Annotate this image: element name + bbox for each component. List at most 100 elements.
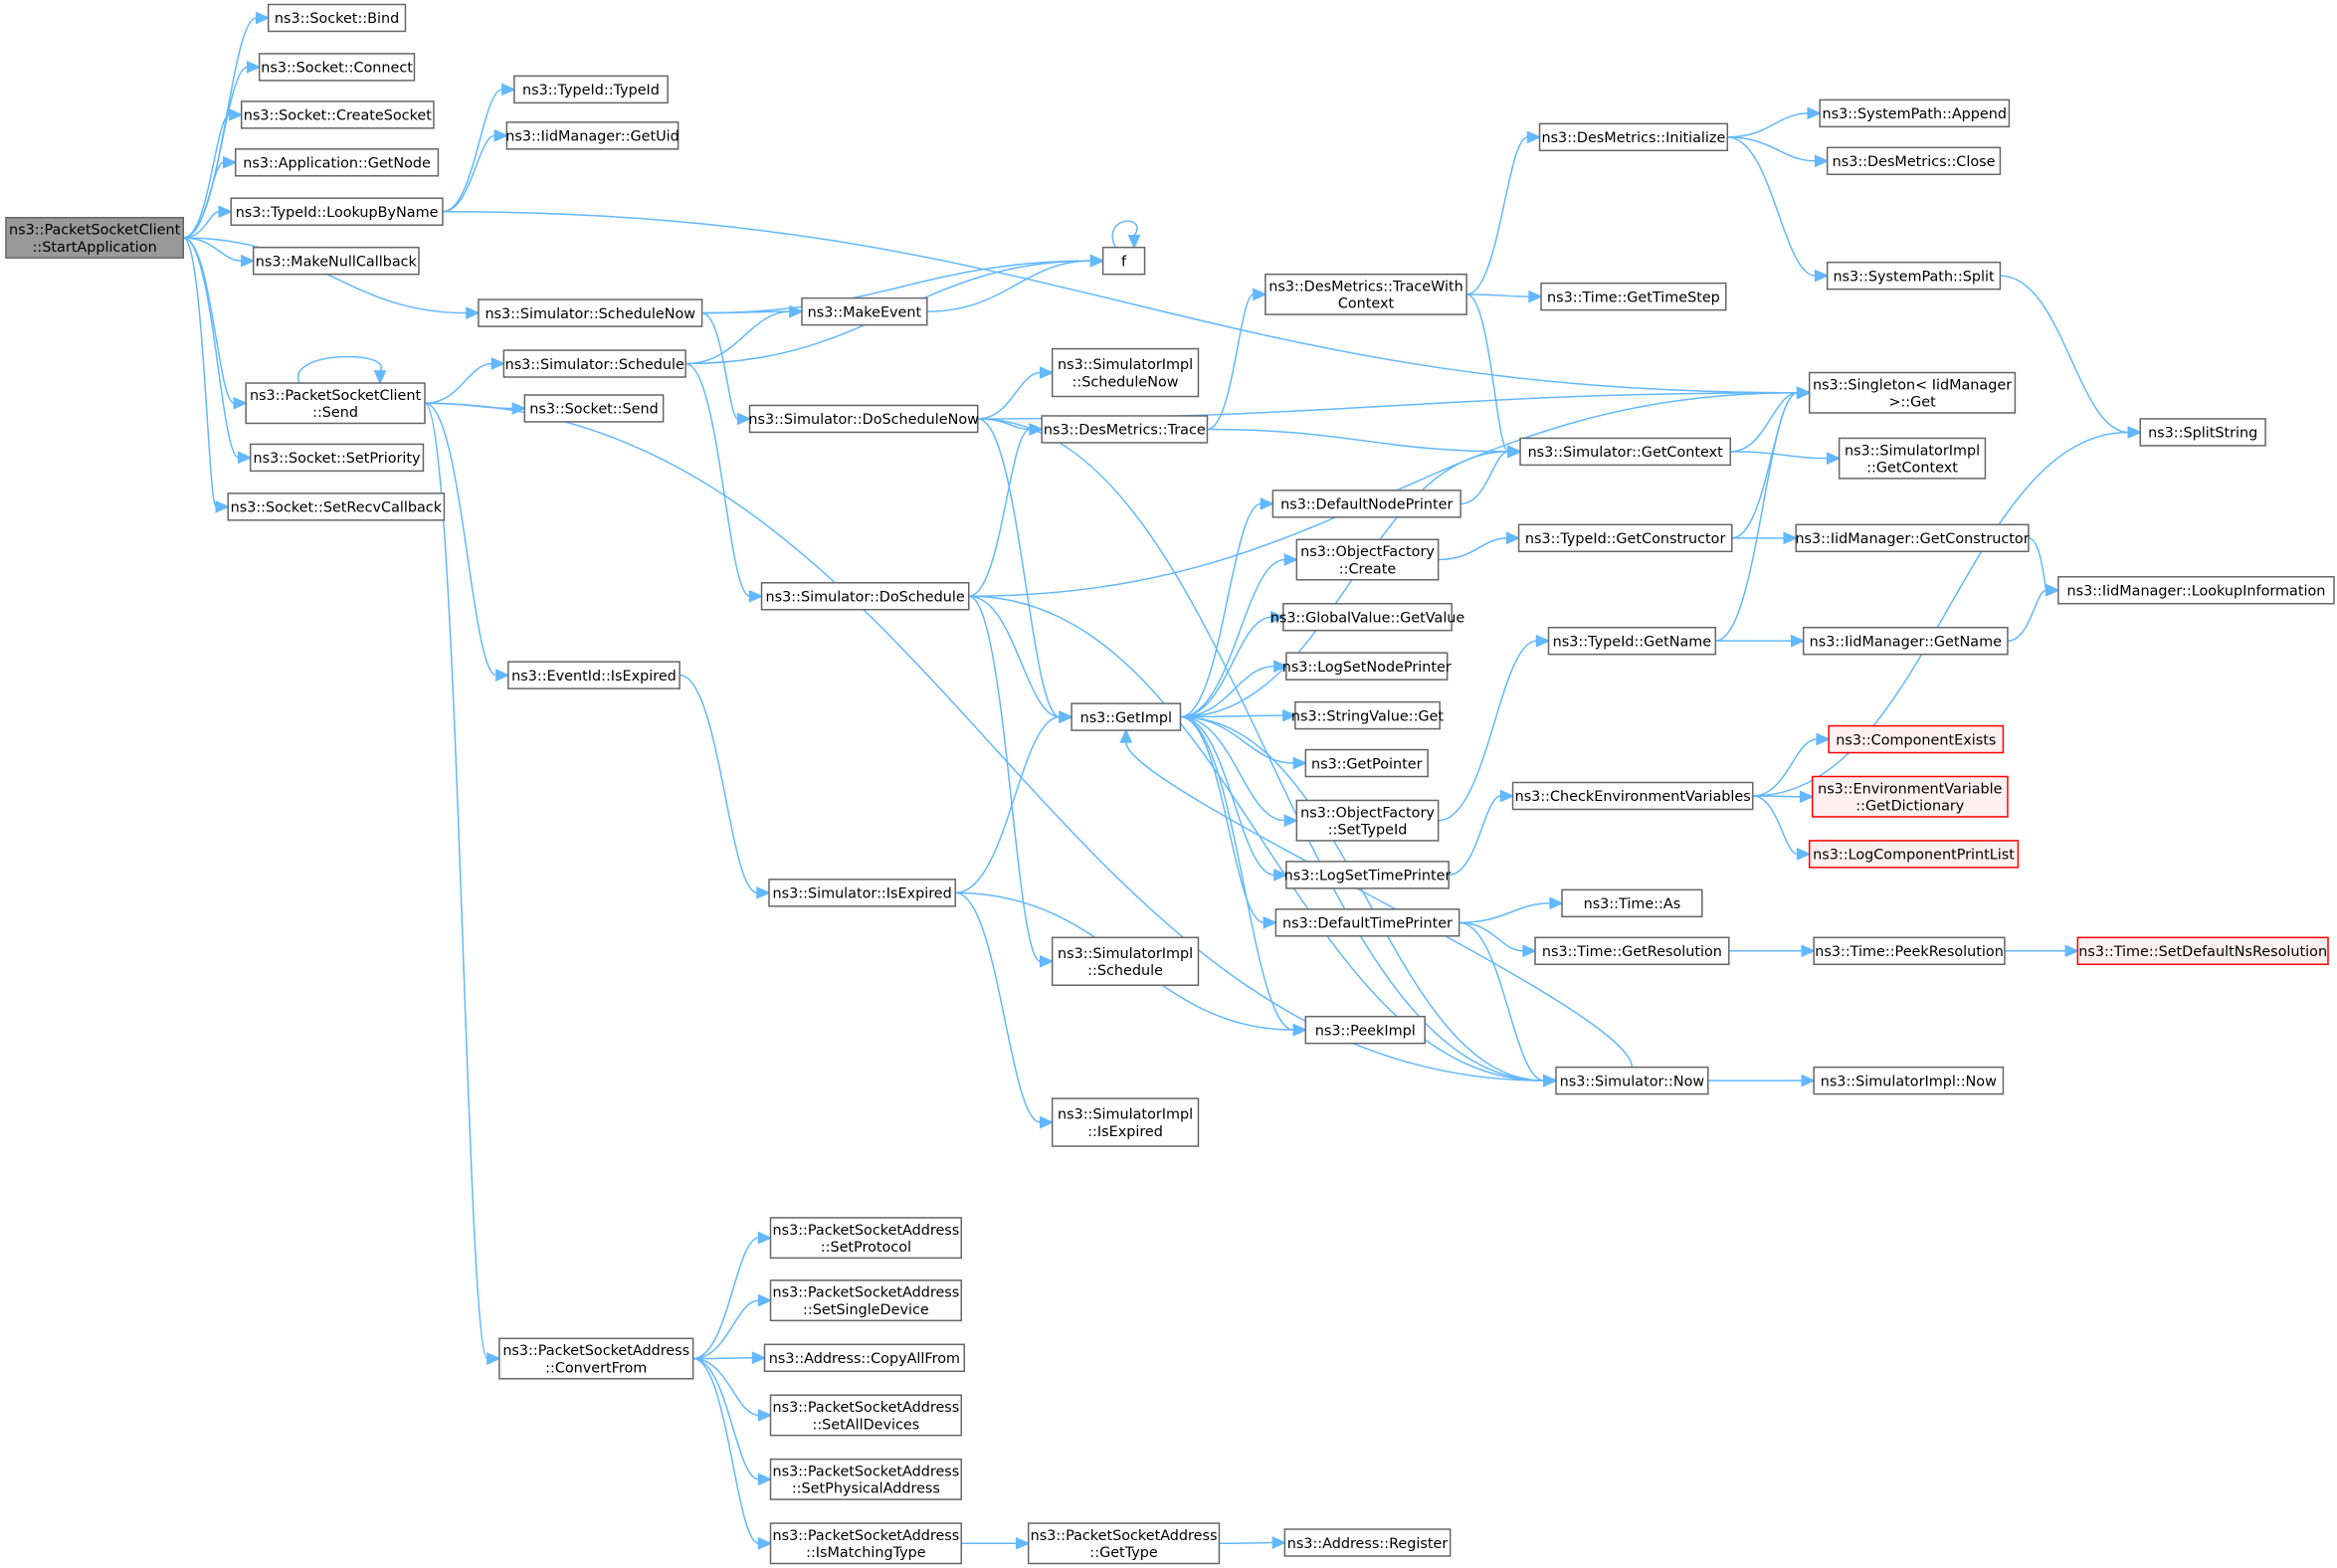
node-f[interactable]: f: [1101, 246, 1146, 276]
node-start[interactable]: ns3::PacketSocketClient::StartApplicatio…: [5, 216, 185, 259]
node-connect[interactable]: ns3::Socket::Connect: [258, 53, 416, 82]
node-implnow[interactable]: ns3::SimulatorImpl::Now: [1813, 1066, 2005, 1095]
node-defaulttimeprinter[interactable]: ns3::DefaultTimePrinter: [1274, 908, 1461, 937]
node-globalvalue[interactable]: ns3::GlobalValue::GetValue: [1270, 602, 1465, 632]
arrowhead-icon: [222, 155, 238, 169]
node-makenullcallback[interactable]: ns3::MakeNullCallback: [252, 246, 420, 276]
arrowhead-icon: [233, 396, 249, 410]
node-copyallfrom[interactable]: ns3::Address::CopyAllFrom: [763, 1343, 966, 1372]
node-box: [768, 879, 957, 907]
node-timeas[interactable]: ns3::Time::As: [1561, 888, 1703, 918]
node-split[interactable]: ns3::SystemPath::Split: [1826, 261, 2002, 291]
node-simisexpired[interactable]: ns3::Simulator::IsExpired: [768, 879, 957, 907]
node-implschedule[interactable]: ns3::SimulatorImpl::Schedule: [1051, 936, 1200, 986]
arrowhead-icon: [1528, 290, 1543, 303]
node-defaultnodeprinter[interactable]: ns3::DefaultNodePrinter: [1271, 490, 1461, 518]
node-setpriority[interactable]: ns3::Socket::SetPriority: [249, 443, 425, 473]
node-logcomponentprintlist[interactable]: ns3::LogComponentPrintList: [1808, 840, 2020, 869]
node-getcontext[interactable]: ns3::Simulator::GetContext: [1519, 437, 1732, 467]
node-setsingledevice[interactable]: ns3::PacketSocketAddress::SetSingleDevic…: [769, 1279, 963, 1322]
node-peekresolution[interactable]: ns3::Time::PeekResolution: [1813, 936, 2006, 966]
node-destrace[interactable]: ns3::DesMetrics::Trace: [1041, 415, 1209, 444]
node-lookupinformation[interactable]: ns3::IidManager::LookupInformation: [2057, 576, 2335, 605]
arrowhead-icon: [1015, 1536, 1031, 1550]
arrowhead-icon: [736, 412, 752, 426]
node-socketsend[interactable]: ns3::Socket::Send: [523, 394, 665, 423]
node-implgetcontext[interactable]: ns3::SimulatorImpl::GetContext: [1838, 437, 1987, 480]
node-getdictionary[interactable]: ns3::EnvironmentVariable::GetDictionary: [1811, 775, 2009, 818]
node-box: [1071, 702, 1182, 731]
node-getconstructor[interactable]: ns3::TypeId::GetConstructor: [1517, 523, 1733, 553]
node-create[interactable]: ns3::ObjectFactory::Create: [1295, 538, 1440, 581]
node-componentexists[interactable]: ns3::ComponentExists: [1828, 724, 2005, 754]
node-gettimestep[interactable]: ns3::Time::GetTimeStep: [1540, 282, 1727, 311]
node-getnode[interactable]: ns3::Application::GetNode: [234, 148, 440, 177]
arrowhead-icon: [756, 885, 771, 899]
node-label: ns3::PeekImpl: [1315, 1023, 1416, 1039]
node-doschedule[interactable]: ns3::Simulator::DoSchedule: [760, 582, 970, 611]
node-doschedulenow[interactable]: ns3::Simulator::DoScheduleNow: [748, 404, 979, 434]
node-implisexpired[interactable]: ns3::SimulatorImpl::IsExpired: [1051, 1097, 1200, 1147]
node-label: ns3::Simulator::Schedule: [505, 357, 684, 373]
node-getuid[interactable]: ns3::IidManager::GetUid: [505, 121, 680, 150]
node-logsetnodeprinter[interactable]: ns3::LogSetNodePrinter: [1282, 652, 1452, 681]
node-schedule[interactable]: ns3::Simulator::Schedule: [502, 349, 686, 378]
node-box: [513, 75, 669, 104]
node-close[interactable]: ns3::DesMetrics::Close: [1826, 146, 2002, 176]
node-label: ns3::PacketSocketClient: [9, 223, 181, 239]
node-setprotocol[interactable]: ns3::PacketSocketAddress::SetProtocol: [769, 1217, 963, 1260]
node-eventidisexpired[interactable]: ns3::EventId::IsExpired: [507, 661, 681, 689]
arrowhead-icon: [2064, 944, 2080, 958]
node-typeid[interactable]: ns3::TypeId::TypeId: [513, 75, 669, 104]
node-box: [769, 1217, 963, 1260]
node-makeevent[interactable]: ns3::MakeEvent: [801, 296, 928, 326]
node-register[interactable]: ns3::Address::Register: [1283, 1528, 1452, 1557]
node-logsettimeprinter[interactable]: ns3::LogSetTimePrinter: [1284, 861, 1452, 889]
node-checkenv[interactable]: ns3::CheckEnvironmentVariables: [1511, 781, 1754, 811]
arrowhead-icon: [1263, 915, 1278, 929]
node-getresolution[interactable]: ns3::Time::GetResolution: [1534, 936, 1730, 966]
nodes-layer: ns3::PacketSocketClient::StartApplicatio…: [5, 3, 2335, 1565]
node-simnow[interactable]: ns3::Simulator::Now: [1555, 1066, 1709, 1095]
node-implschedulenow[interactable]: ns3::SimulatorImpl::ScheduleNow: [1051, 347, 1200, 398]
node-gettype[interactable]: ns3::PacketSocketAddress::GetType: [1027, 1522, 1221, 1565]
node-setrecvcallback[interactable]: ns3::Socket::SetRecvCallback: [227, 492, 446, 521]
node-send[interactable]: ns3::PacketSocketClient::Send: [245, 382, 426, 425]
edge-checkenv-to-getdictionary: [1752, 795, 1801, 798]
edge-getconstructor-to-singletonget: [1731, 392, 1798, 539]
edge-simnow-to-getimpl: [1125, 741, 1634, 1068]
node-singletonget[interactable]: ns3::Singleton< IidManager>::Get: [1808, 371, 2017, 414]
node-iidgetconstructor[interactable]: ns3::IidManager::GetConstructor: [1795, 523, 2030, 553]
arrowhead-icon: [1273, 868, 1288, 882]
node-setdefaultns[interactable]: ns3::Time::SetDefaultNsResolution: [2076, 936, 2329, 966]
node-getimpl[interactable]: ns3::GetImpl: [1071, 702, 1182, 731]
node-getname[interactable]: ns3::TypeId::GetName: [1547, 626, 1717, 656]
node-setalldevices[interactable]: ns3::PacketSocketAddress::SetAllDevices: [769, 1394, 963, 1437]
node-convertfrom[interactable]: ns3::PacketSocketAddress::ConvertFrom: [498, 1337, 694, 1380]
node-initialize[interactable]: ns3::DesMetrics::Initialize: [1538, 122, 1729, 152]
edge-doschedule-to-getimpl: [968, 595, 1061, 718]
node-label: ns3::Simulator::DoScheduleNow: [748, 412, 979, 428]
arrowhead-icon: [1059, 710, 1073, 723]
node-lookupbyname[interactable]: ns3::TypeId::LookupByName: [230, 197, 444, 226]
arrowhead-icon: [1029, 423, 1045, 436]
node-settypeid[interactable]: ns3::ObjectFactory::SetTypeId: [1295, 799, 1440, 842]
node-createsocket[interactable]: ns3::Socket::CreateSocket: [240, 100, 435, 129]
node-peekimpl[interactable]: ns3::PeekImpl: [1304, 1015, 1426, 1045]
node-ismatchingtype[interactable]: ns3::PacketSocketAddress::IsMatchingType: [769, 1522, 963, 1565]
node-label: ::StartApplication: [33, 240, 157, 256]
node-box: [258, 53, 416, 82]
node-append[interactable]: ns3::SystemPath::Append: [1819, 98, 2011, 128]
node-label: ns3::Address::CopyAllFrom: [769, 1351, 960, 1367]
arrowhead-icon: [1505, 531, 1521, 545]
node-stringvalueget[interactable]: ns3::StringValue::Get: [1291, 700, 1444, 730]
node-schedulenow[interactable]: ns3::Simulator::ScheduleNow: [478, 298, 703, 327]
node-bind[interactable]: ns3::Socket::Bind: [267, 3, 407, 33]
node-setphysicaladdress[interactable]: ns3::PacketSocketAddress::SetPhysicalAdd…: [769, 1458, 963, 1500]
node-getpointer[interactable]: ns3::GetPointer: [1304, 748, 1429, 778]
node-splitstring[interactable]: ns3::SplitString: [2139, 418, 2266, 447]
node-box: [1304, 748, 1429, 778]
arrowhead-icon: [1039, 1115, 1055, 1129]
node-iidgetname[interactable]: ns3::IidManager::GetName: [1802, 626, 2009, 656]
